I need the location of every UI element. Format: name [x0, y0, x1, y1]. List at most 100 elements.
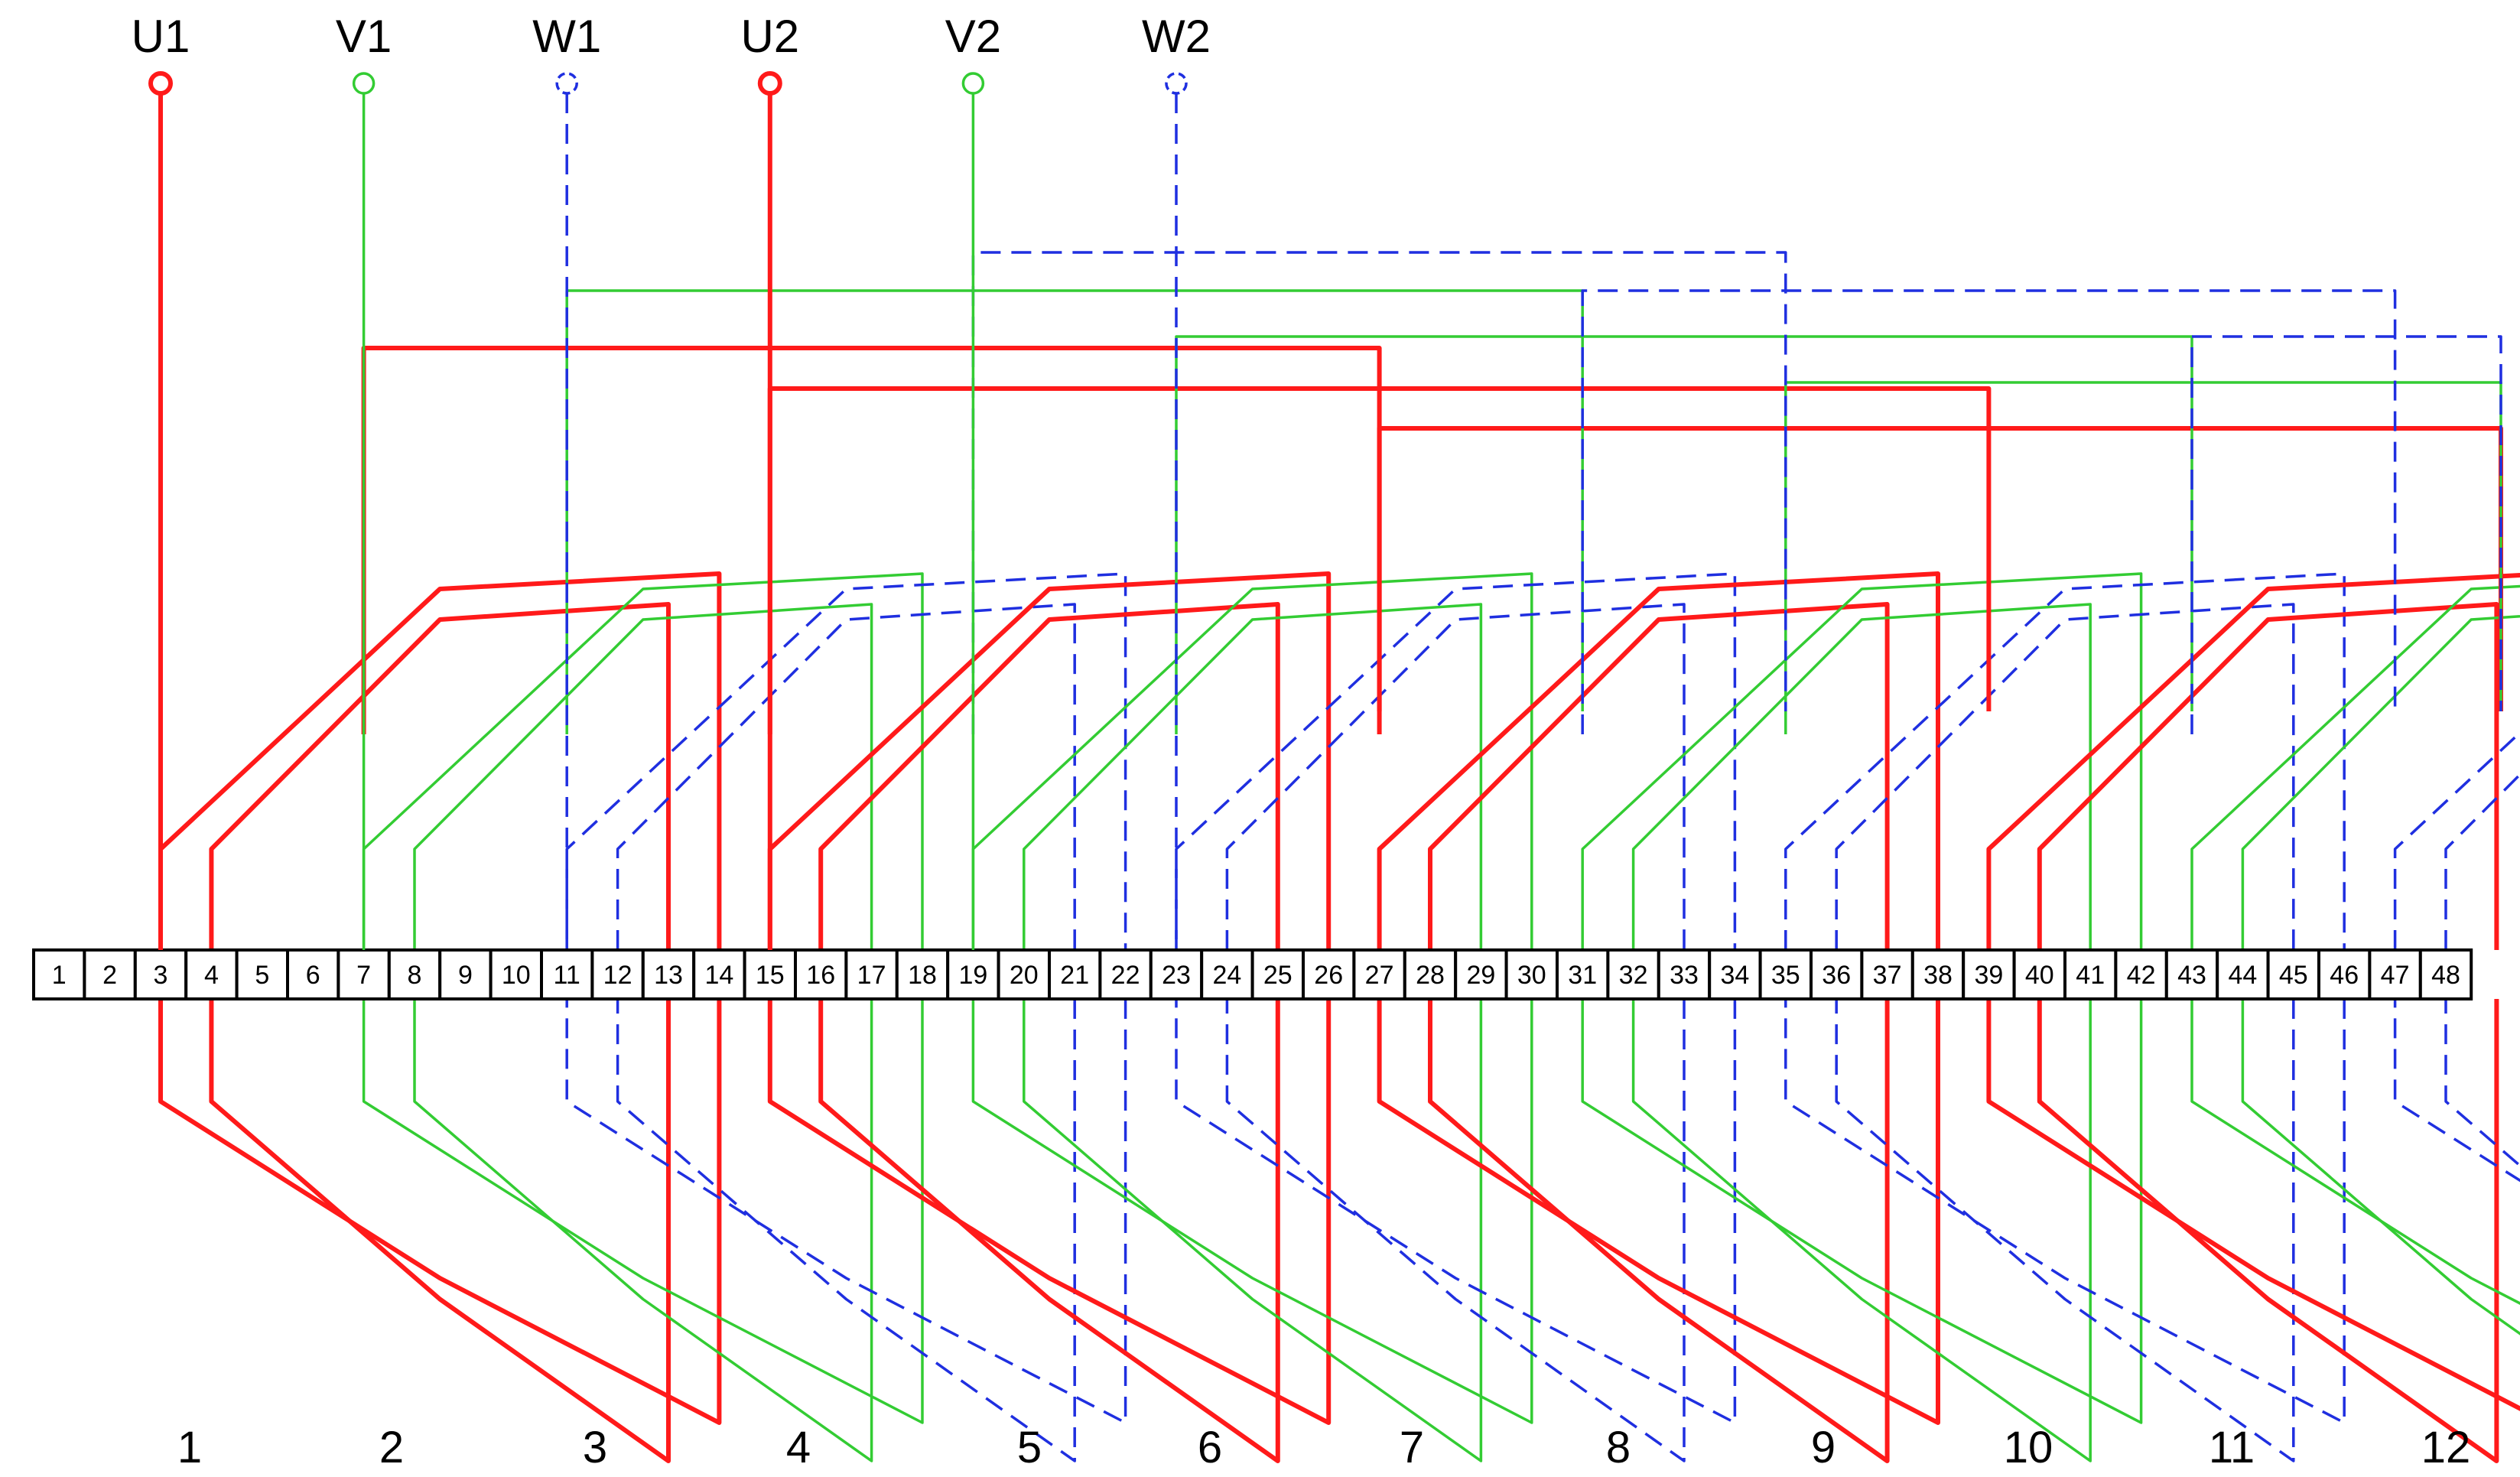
slot-box-11: [540, 948, 594, 1000]
slot-box-20: [997, 948, 1051, 1000]
coil-w-group-12-inner: [2444, 773, 2520, 1168]
coil-v-group-11-inner: [2241, 614, 2520, 1335]
coil-group-label-9: 9: [1811, 1423, 1836, 1472]
coil-u-group-7-inner: [1428, 602, 1890, 1463]
slot-box-6: [286, 948, 340, 1000]
slot-box-7: [337, 948, 391, 1000]
slot-number-41: 41: [2076, 961, 2105, 990]
slot-box-36: [1810, 948, 1864, 1000]
slot-box-34: [1708, 948, 1762, 1000]
slot-number-40: 40: [2025, 961, 2054, 990]
terminal-circle-u2: [757, 71, 782, 96]
slot-number-26: 26: [1314, 961, 1343, 990]
terminal-circle-u1: [148, 71, 173, 96]
coil-group-label-2: 2: [379, 1423, 404, 1472]
slot-box-29: [1454, 948, 1508, 1000]
slot-box-4: [184, 948, 239, 1000]
slot-box-17: [844, 948, 899, 1000]
slot-number-30: 30: [1517, 961, 1546, 990]
coil-group-label-4: 4: [786, 1423, 811, 1472]
slot-number-6: 6: [306, 961, 320, 990]
slot-number-47: 47: [2381, 961, 2410, 990]
slot-number-14: 14: [704, 961, 733, 990]
slot-number-22: 22: [1111, 961, 1140, 990]
jumper-w-9: [2190, 335, 2502, 734]
slot-number-25: 25: [1263, 961, 1293, 990]
coil-group-label-12: 12: [2421, 1423, 2471, 1472]
slot-number-34: 34: [1720, 961, 1749, 990]
coil-v-group-8-inner: [1631, 603, 2092, 1462]
slot-number-21: 21: [1060, 961, 1089, 990]
slot-number-12: 12: [603, 961, 632, 990]
coil-group-label-3: 3: [583, 1423, 607, 1472]
coil-v-group-2-inner: [413, 603, 873, 1462]
coil-v-group-8-outer: [1581, 572, 2143, 1424]
coil-v-group-11-outer: [2190, 584, 2520, 1305]
slot-number-31: 31: [1568, 961, 1597, 990]
coil-w-group-6-outer: [1175, 572, 1737, 1424]
coil-group-label-6: 6: [1198, 1423, 1222, 1472]
coil-w-group-6-inner: [1225, 603, 1686, 1462]
slot-number-4: 4: [204, 961, 219, 990]
coil-u-group-4-inner: [818, 602, 1280, 1463]
slot-box-2: [83, 948, 137, 1000]
slot-box-48: [2418, 948, 2473, 1000]
jumper-w-7: [971, 251, 1787, 734]
slot-box-30: [1504, 948, 1559, 1000]
coil-w-group-9-outer: [1784, 572, 2346, 1424]
slot-number-44: 44: [2228, 961, 2257, 990]
slot-box-35: [1758, 948, 1813, 1000]
slot-number-33: 33: [1670, 961, 1699, 990]
slot-number-9: 9: [458, 961, 473, 990]
jumper-v-6: [1784, 381, 2502, 734]
slot-number-45: 45: [2279, 961, 2308, 990]
slot-number-35: 35: [1771, 961, 1800, 990]
slot-box-46: [2317, 948, 2372, 1000]
coil-w-group-12-outer: [2393, 730, 2520, 1183]
slot-number-36: 36: [1822, 961, 1851, 990]
slot-number-48: 48: [2431, 961, 2460, 990]
terminal-circle-v1: [352, 72, 376, 95]
coil-w-group-3-inner: [616, 603, 1076, 1462]
slot-number-20: 20: [1010, 961, 1039, 990]
coil-u-group-10-outer: [1986, 572, 2520, 1411]
coil-v-group-5-inner: [1023, 603, 1483, 1462]
slot-number-10: 10: [502, 961, 531, 990]
slot-number-11: 11: [554, 961, 580, 990]
slot-number-17: 17: [857, 961, 886, 990]
slot-number-27: 27: [1365, 961, 1394, 990]
coil-w-group-9-inner: [1835, 603, 2295, 1462]
slot-box-24: [1200, 948, 1254, 1000]
slot-box-23: [1149, 948, 1204, 1000]
jumper-w-8: [1581, 289, 2397, 734]
slot-number-1: 1: [52, 961, 67, 990]
slot-number-18: 18: [908, 961, 937, 990]
terminal-label-u1: U1: [132, 11, 190, 62]
slot-number-2: 2: [102, 961, 117, 990]
coil-group-label-5: 5: [1017, 1423, 1042, 1472]
slot-number-46: 46: [2330, 961, 2359, 990]
coil-u-group-7-outer: [1377, 571, 1940, 1425]
terminal-label-v2: V2: [945, 11, 1001, 62]
slot-box-41: [2063, 948, 2118, 1000]
slot-number-15: 15: [756, 961, 785, 990]
coil-group-label-8: 8: [1606, 1423, 1631, 1472]
terminal-label-w2: W2: [1142, 11, 1211, 62]
terminal-label-w1: W1: [532, 11, 601, 62]
slot-number-19: 19: [958, 961, 987, 990]
slot-number-29: 29: [1466, 961, 1495, 990]
slot-number-42: 42: [2127, 961, 2156, 990]
slot-number-38: 38: [1923, 961, 1953, 990]
coil-group-label-11: 11: [2209, 1423, 2255, 1472]
terminal-circle-v2: [961, 72, 985, 95]
slot-box-44: [2216, 948, 2270, 1000]
slot-number-13: 13: [654, 961, 683, 990]
coil-u-group-10-inner: [2037, 602, 2499, 1463]
coil-w-group-3-outer: [565, 572, 1127, 1424]
slot-number-43: 43: [2177, 961, 2206, 990]
slot-box-5: [235, 948, 290, 1000]
terminal-label-u2: U2: [740, 11, 799, 62]
